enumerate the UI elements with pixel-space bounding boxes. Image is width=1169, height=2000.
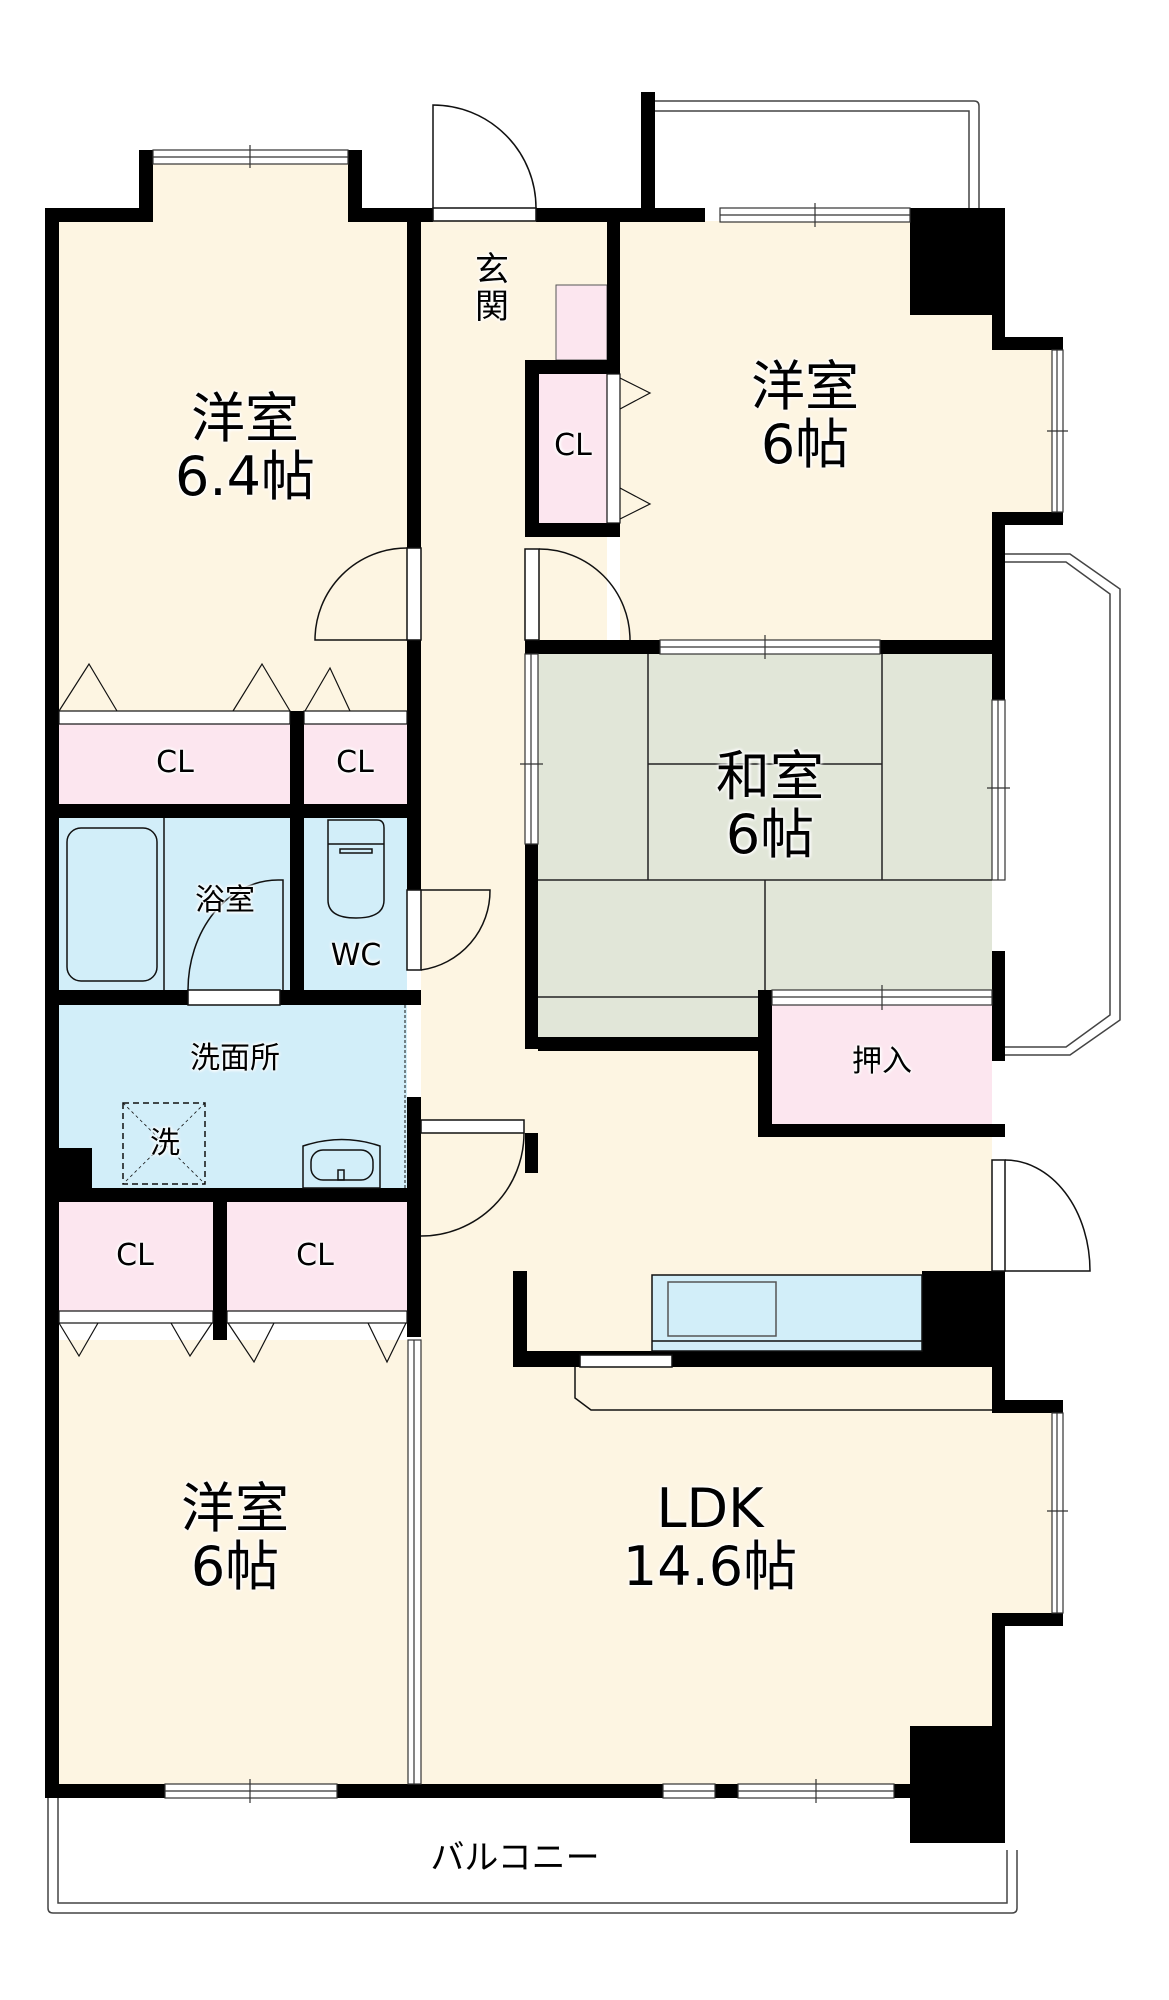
- room-western-nw: 洋室 6.4帖: [140, 387, 350, 509]
- windows: [152, 145, 1068, 1803]
- tatami-lines: [538, 654, 992, 998]
- room-name: 洋室: [751, 355, 859, 418]
- closet-doors: [58, 373, 652, 1364]
- closet-entrance: CL: [554, 428, 592, 463]
- room-western-ne: 洋室 6帖: [700, 355, 910, 477]
- doors: [187, 104, 1091, 1411]
- room-entrance: 玄関: [475, 250, 509, 327]
- room-oshiire: 押入: [852, 1044, 912, 1079]
- room-western-sw: 洋室 6帖: [130, 1477, 340, 1599]
- fixtures: [66, 818, 923, 1352]
- room-name: 洋室: [181, 1477, 289, 1540]
- room-size: 6帖: [190, 1535, 280, 1599]
- room-name: 洋室: [191, 387, 299, 450]
- room-bath: 浴室: [195, 883, 255, 918]
- washer-label: 洗: [150, 1126, 180, 1161]
- balcony-north: [655, 100, 980, 208]
- walls: [45, 92, 1063, 1843]
- room-name: LDK: [656, 1477, 764, 1540]
- room-size: 14.6帖: [622, 1535, 798, 1599]
- closet-nw-right: CL: [336, 745, 374, 780]
- closet-nw-left: CL: [156, 745, 194, 780]
- bathtub-icon: [66, 827, 158, 982]
- toilet-icon: [327, 819, 385, 919]
- room-japanese: 和室 6帖: [665, 745, 875, 867]
- room-washroom: 洗面所: [190, 1041, 280, 1076]
- room-balcony: バルコニー: [430, 1838, 600, 1878]
- washer-space-icon: [122, 1102, 206, 1185]
- room-ldk: LDK 14.6帖: [580, 1477, 840, 1599]
- closet-sw-left: CL: [116, 1238, 154, 1273]
- closet-sw-right: CL: [296, 1238, 334, 1273]
- balcony-east: [1005, 553, 1121, 1056]
- room-size: 6.4帖: [175, 445, 315, 509]
- room-name: 和室: [716, 745, 824, 808]
- washbasin-icon: [302, 1138, 381, 1189]
- balcony-south: [47, 1798, 1018, 1914]
- room-size: 6帖: [760, 413, 850, 477]
- room-toilet: WC: [330, 938, 382, 973]
- room-size: 6帖: [725, 803, 815, 867]
